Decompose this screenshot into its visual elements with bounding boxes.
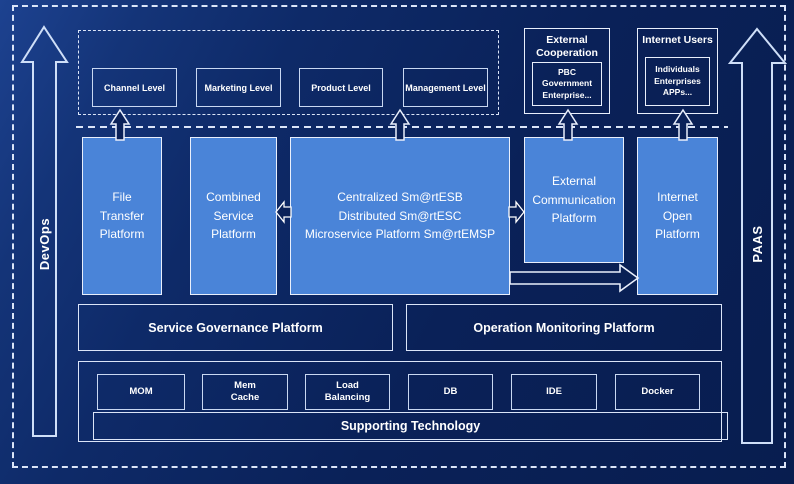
channel-level-box: Channel Level [92,68,177,107]
internet-users-box: Internet Users Individuals Enterprises A… [637,28,718,114]
marketing-level-label: Marketing Level [204,82,273,93]
esb-platform-label: Centralized Sm@rtESB Distributed Sm@rtES… [304,190,496,242]
tech-box-load-balancing: Load Balancing [305,374,390,410]
paas-rail-label: PAAS [750,225,765,263]
file-transfer-platform-label: File Transfer Platform [99,190,145,242]
product-level-box: Product Level [299,68,383,107]
devops-rail-label: DevOps [37,217,52,271]
tech-label-mem-cache: Mem Cache [230,379,260,403]
tech-label-docker: Docker [641,385,674,397]
service-governance-platform-box: Service Governance Platform [78,304,393,351]
supporting-technology-label: Supporting Technology [340,419,481,433]
levels-group-dashed-box [78,30,499,115]
supporting-technology-group-box [78,361,722,442]
management-level-label: Management Level [405,82,486,93]
operation-monitoring-platform-box: Operation Monitoring Platform [406,304,722,351]
marketing-level-box: Marketing Level [196,68,281,107]
external-cooperation-entities-box: PBC Government Enterprise... [532,62,602,106]
channel-level-label: Channel Level [103,82,166,93]
tech-label-ide: IDE [546,385,562,397]
tech-box-db: DB [408,374,493,410]
service-governance-platform-label: Service Governance Platform [148,320,323,335]
internet-users-entities-box: Individuals Enterprises APPs... [645,57,710,106]
internet-users-entities: Individuals Enterprises APPs... [654,64,701,98]
management-level-box: Management Level [403,68,488,107]
tech-label-load-balancing: Load Balancing [324,379,371,403]
external-communication-platform-box: External Communication Platform [524,137,624,263]
external-communication-platform-label: External Communication Platform [532,174,616,226]
combined-service-platform-box: Combined Service Platform [190,137,277,295]
operation-monitoring-platform-label: Operation Monitoring Platform [473,320,655,335]
file-transfer-platform-box: File Transfer Platform [82,137,162,295]
external-cooperation-box: External Cooperation PBC Government Ente… [524,28,610,114]
tech-label-mom: MOM [129,385,153,397]
combined-service-platform-label: Combined Service Platform [206,190,261,242]
external-cooperation-entities: PBC Government Enterprise... [541,66,593,100]
product-level-label: Product Level [311,82,371,93]
internet-users-title: Internet Users [642,34,713,46]
external-cooperation-title: External Cooperation [536,34,598,60]
esb-platform-box: Centralized Sm@rtESB Distributed Sm@rtES… [290,137,510,295]
tech-box-mem-cache: Mem Cache [202,374,288,410]
tech-box-ide: IDE [511,374,597,410]
internet-open-platform-label: Internet Open Platform [655,190,700,242]
tech-label-db: DB [443,385,458,397]
tech-box-mom: MOM [97,374,185,410]
internet-open-platform-box: Internet Open Platform [637,137,718,295]
tech-box-docker: Docker [615,374,700,410]
supporting-technology-banner: Supporting Technology [93,412,728,440]
